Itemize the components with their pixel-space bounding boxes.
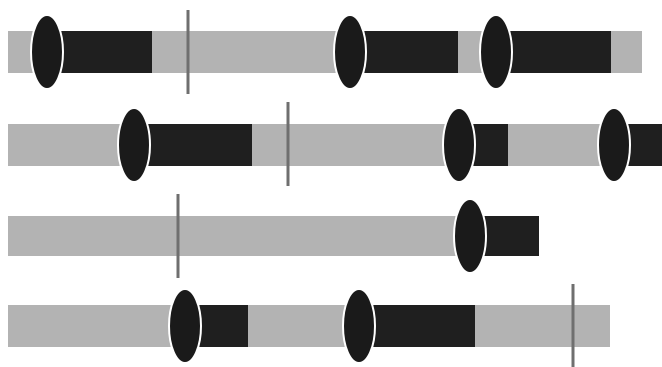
feature-oval <box>454 199 486 273</box>
feature-oval <box>343 289 375 363</box>
marker-line <box>572 284 575 367</box>
feature-block <box>134 124 252 166</box>
marker-line <box>177 194 180 278</box>
feature-oval <box>334 15 366 89</box>
feature-oval <box>169 289 201 363</box>
track-bar <box>8 305 610 347</box>
marker-line <box>187 10 190 94</box>
feature-oval <box>443 108 475 182</box>
feature-block <box>496 31 611 73</box>
track-bar <box>8 124 662 166</box>
feature-oval <box>598 108 630 182</box>
marker-line <box>287 102 290 186</box>
feature-oval <box>118 108 150 182</box>
feature-oval <box>480 15 512 89</box>
feature-block <box>359 305 475 347</box>
feature-oval <box>31 15 63 89</box>
